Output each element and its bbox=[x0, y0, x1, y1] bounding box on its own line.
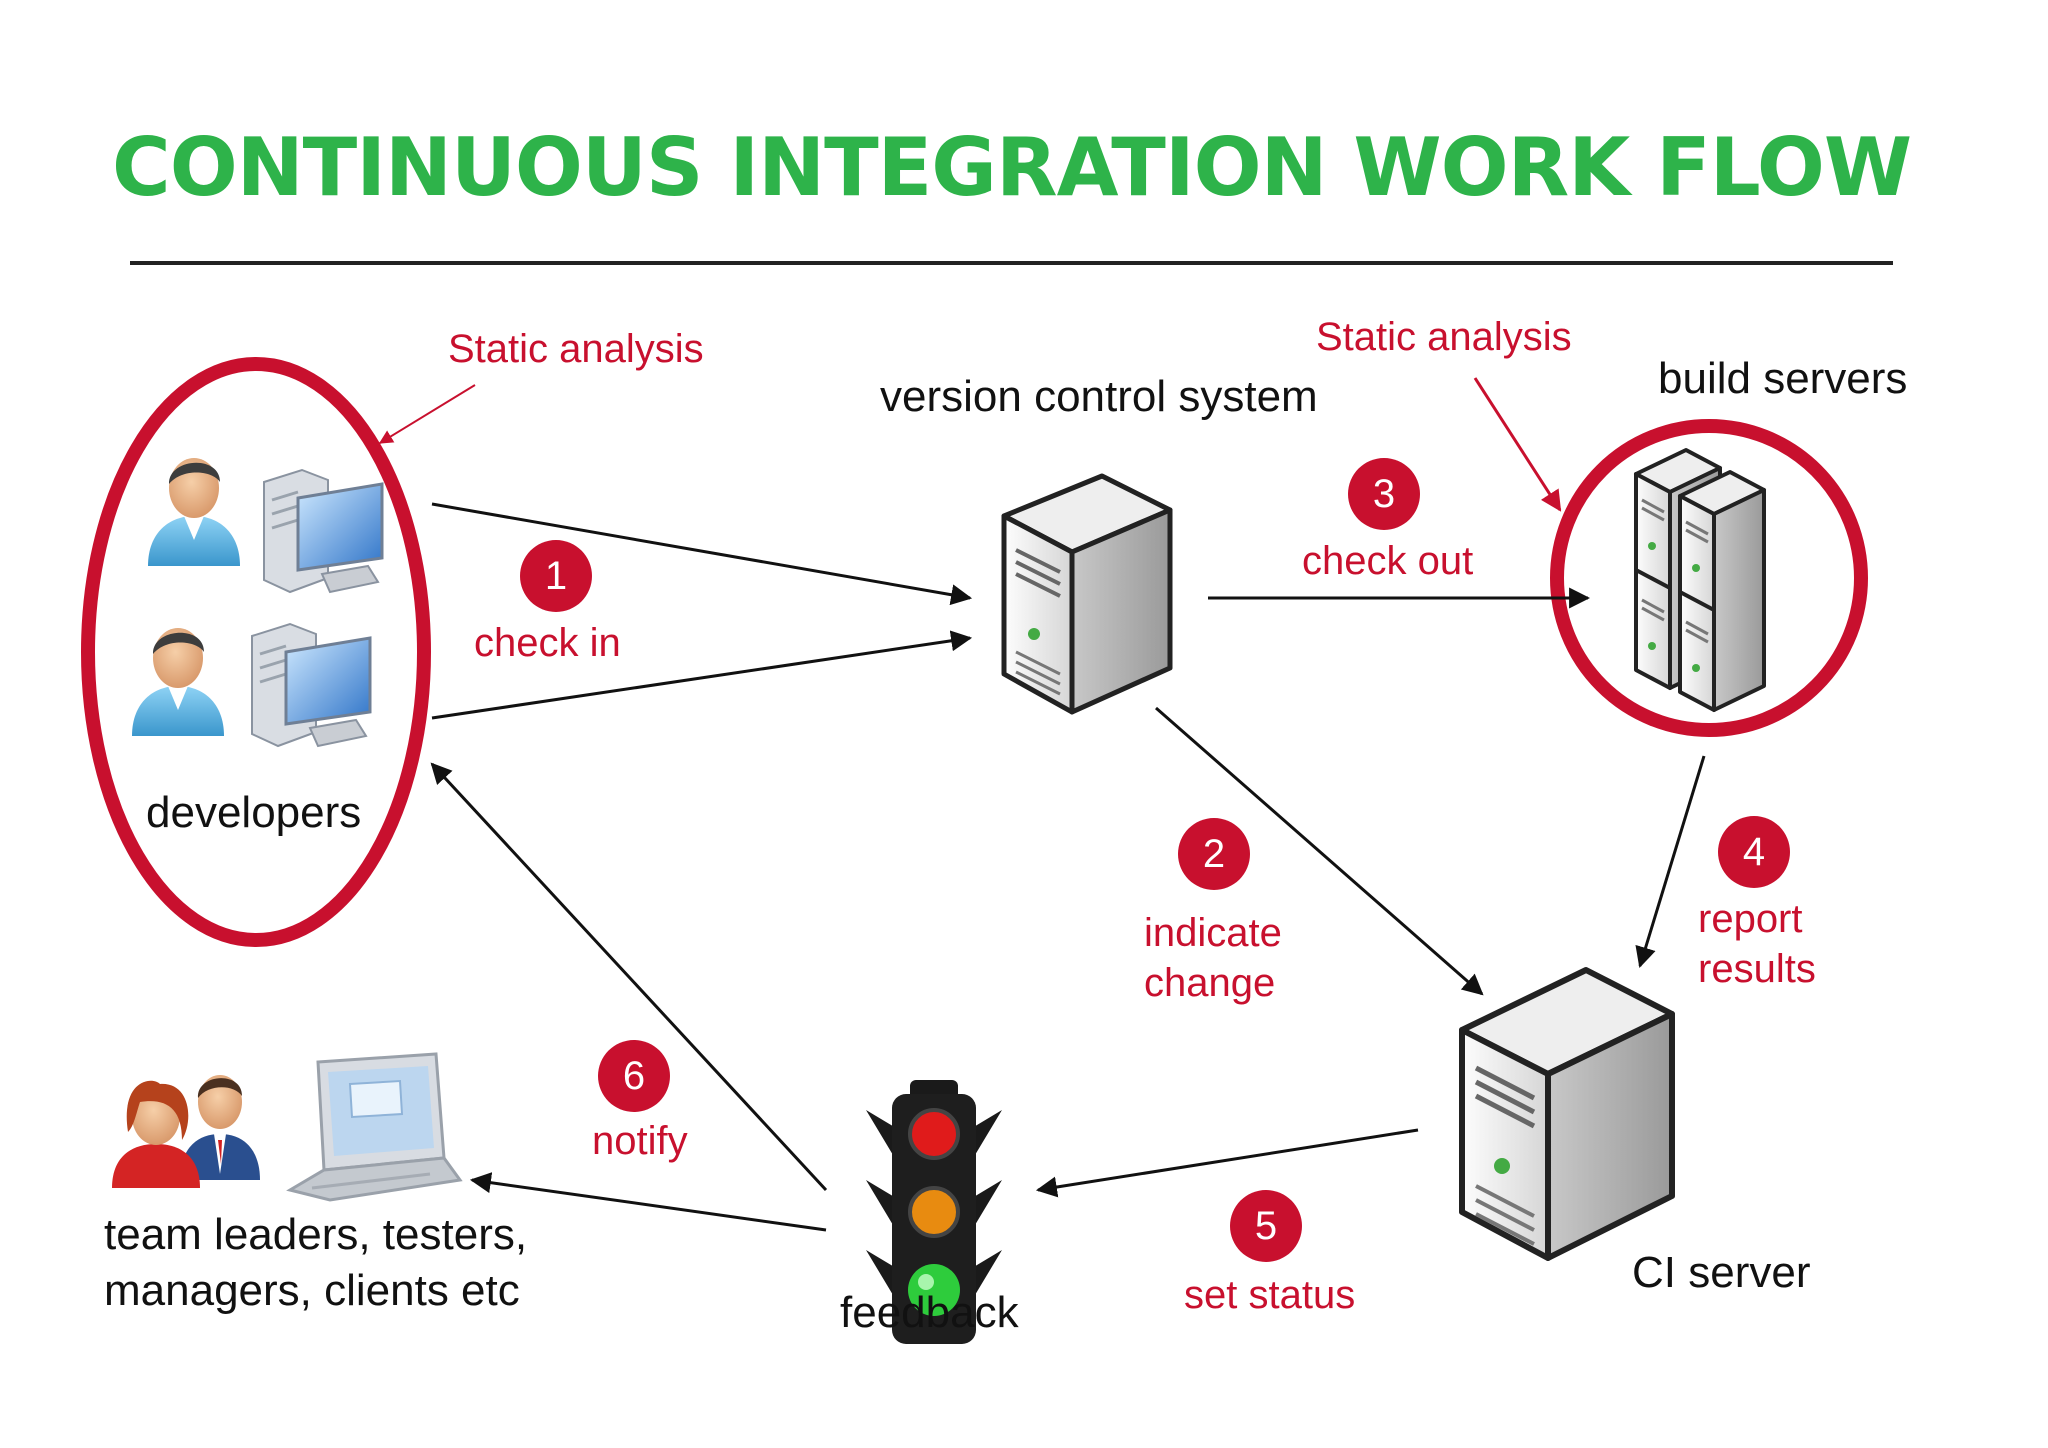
step-4-label-line1: report bbox=[1698, 897, 1803, 941]
server-cluster-icon bbox=[1634, 448, 1766, 712]
step-5-badge: 5 bbox=[1230, 1190, 1302, 1262]
ci-server-label: CI server bbox=[1632, 1248, 1811, 1297]
build-servers-label: build servers bbox=[1658, 354, 1908, 403]
arrow-notify-developers bbox=[430, 762, 828, 1192]
desktop-computer-icon bbox=[263, 468, 384, 594]
static-analysis-left-pointer bbox=[378, 384, 476, 444]
step-1-badge: 1 bbox=[520, 540, 592, 612]
step-2-label-line2: change bbox=[1144, 961, 1276, 1005]
step-6-label: notify bbox=[592, 1119, 688, 1163]
arrow-set-status bbox=[1035, 1128, 1419, 1198]
build-servers-highlight-circle bbox=[1550, 419, 1868, 737]
feedback-label: feedback bbox=[840, 1288, 1019, 1337]
stakeholders-label-line2: managers, clients etc bbox=[104, 1266, 520, 1315]
person-icon bbox=[132, 628, 224, 736]
step-4-badge: 4 bbox=[1718, 816, 1790, 888]
person-icon bbox=[148, 458, 240, 566]
developers-highlight-ellipse bbox=[81, 357, 431, 947]
step-6-badge: 6 bbox=[598, 1040, 670, 1112]
static-analysis-right-label: Static analysis bbox=[1316, 315, 1572, 359]
stakeholders-label-line1: team leaders, testers, bbox=[104, 1210, 528, 1259]
traffic-light-icon bbox=[866, 1080, 1002, 1344]
title-divider bbox=[130, 261, 1893, 265]
people-group-icon bbox=[112, 1075, 260, 1188]
static-analysis-right-pointer bbox=[1473, 377, 1562, 512]
step-3-badge: 3 bbox=[1348, 458, 1420, 530]
server-tower-icon bbox=[1459, 967, 1675, 1261]
arrow-check-in-1 bbox=[431, 502, 973, 606]
step-1-label: check in bbox=[474, 621, 621, 665]
arrow-indicate-change bbox=[1155, 706, 1484, 996]
step-2-label-line1: indicate bbox=[1144, 911, 1282, 955]
step-5-label: set status bbox=[1184, 1273, 1356, 1317]
arrow-check-in-2 bbox=[431, 630, 973, 720]
laptop-icon bbox=[286, 1052, 463, 1202]
step-3-label: check out bbox=[1302, 539, 1474, 583]
desktop-computer-icon bbox=[251, 622, 372, 748]
arrow-report-results bbox=[1635, 755, 1706, 969]
arrow-notify-stakeholders bbox=[469, 1172, 827, 1232]
developers-label: developers bbox=[146, 788, 362, 837]
page-title: CONTINUOUS INTEGRATION WORK FLOW bbox=[112, 121, 1912, 214]
static-analysis-left-label: Static analysis bbox=[448, 327, 704, 371]
step-4-label-line2: results bbox=[1698, 947, 1816, 991]
step-2-badge: 2 bbox=[1178, 818, 1250, 890]
server-tower-icon bbox=[1001, 473, 1173, 715]
vcs-label: version control system bbox=[880, 372, 1318, 421]
